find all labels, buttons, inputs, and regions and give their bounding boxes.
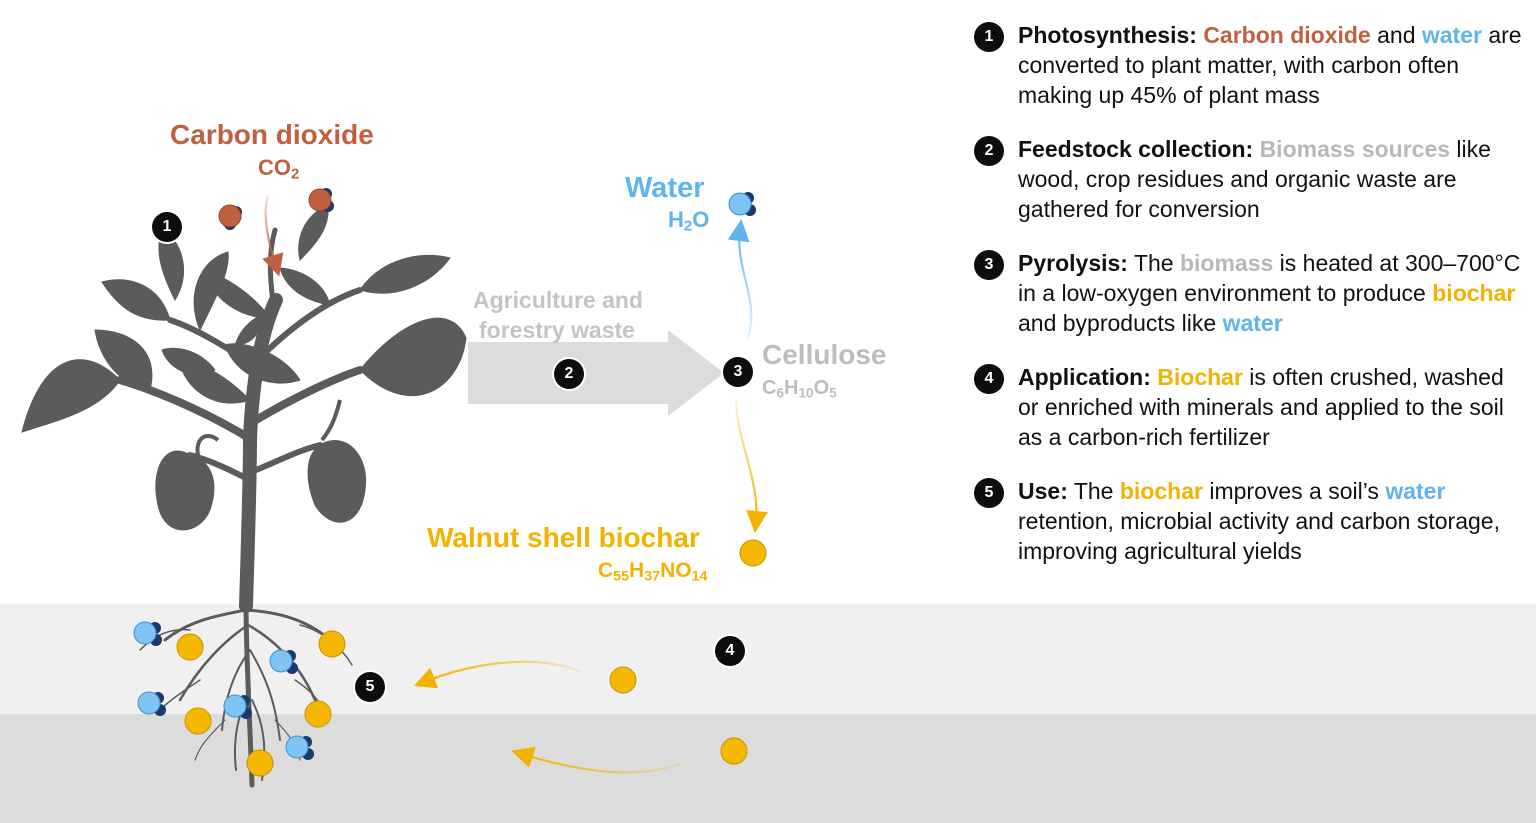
step-badge-1: 1 bbox=[152, 212, 182, 242]
biochar-formula: C55H37NO14 bbox=[598, 560, 707, 584]
cellulose-formula-c: C bbox=[762, 377, 777, 399]
legend-item-2: 2 Feedstock collection: Biomass sources l… bbox=[974, 134, 1529, 224]
water-label: Water bbox=[625, 172, 705, 204]
legend-text: The bbox=[1133, 250, 1180, 276]
waste-label-line1: Agriculture and bbox=[473, 287, 643, 313]
legend-highlight-water: water bbox=[1385, 478, 1446, 504]
cellulose-formula: C6H10O5 bbox=[762, 378, 837, 400]
biochar-formula-c: C bbox=[598, 559, 614, 582]
legend-title: Photosynthesis: bbox=[1018, 22, 1197, 48]
biochar-formula-no: NO bbox=[660, 559, 692, 582]
legend-highlight-gray: biomass bbox=[1179, 250, 1274, 276]
legend-text: and byproducts like bbox=[1018, 310, 1223, 336]
legend-title: Application: bbox=[1018, 364, 1151, 390]
legend-item-4: 4 Application: Biochar is often crushed, … bbox=[974, 362, 1529, 452]
biochar-formula-h: H bbox=[629, 559, 645, 582]
feedstock-arrow-shape bbox=[468, 330, 724, 416]
biochar-formula-sub-no: 14 bbox=[691, 568, 708, 585]
water-arrow bbox=[727, 219, 753, 339]
co2-molecule bbox=[308, 188, 334, 212]
legend-badge-3: 3 bbox=[974, 250, 1004, 280]
legend-text: like wood, crop residues and organic was… bbox=[1018, 136, 1491, 222]
biochar-particle bbox=[739, 539, 767, 567]
legend-highlight-biochar: biochar bbox=[1432, 280, 1516, 306]
legend-text: is often crushed, washed or enriched wit… bbox=[1018, 364, 1504, 450]
step-badge-5: 5 bbox=[355, 672, 385, 702]
legend-badge-1: 1 bbox=[974, 22, 1004, 52]
legend-text: improves a soil’s bbox=[1202, 478, 1386, 504]
biochar-formula-sub-c: 55 bbox=[613, 568, 630, 585]
cellulose-formula-h: H bbox=[784, 377, 799, 399]
water-formula: H2O bbox=[668, 209, 709, 235]
water-formula-sub: 2 bbox=[683, 217, 693, 235]
co2-formula-sub: 2 bbox=[291, 165, 300, 183]
legend-title: Pyrolysis: bbox=[1018, 250, 1128, 276]
legend-highlight-water: water bbox=[1222, 310, 1283, 336]
legend-highlight-gray: Biomass sources bbox=[1259, 136, 1451, 162]
waste-label-line2: forestry waste bbox=[479, 317, 635, 343]
cellulose-formula-sub-h: 10 bbox=[798, 385, 814, 401]
cellulose-label: Cellulose bbox=[762, 339, 887, 370]
co2-molecule bbox=[218, 204, 242, 230]
biochar-formula-sub-h: 37 bbox=[644, 568, 661, 585]
legend-highlight-biochar: biochar bbox=[1119, 478, 1203, 504]
legend-item-3: 3 Pyrolysis: The biomass is heated at 300… bbox=[974, 248, 1529, 338]
legend-highlight-water: water bbox=[1421, 22, 1482, 48]
cellulose-formula-o: O bbox=[813, 377, 830, 399]
co2-label: Carbon dioxide bbox=[170, 119, 374, 150]
legend-title: Use: bbox=[1018, 478, 1068, 504]
cellulose-formula-sub-o: 5 bbox=[829, 385, 837, 401]
biochar-particle bbox=[720, 737, 748, 765]
legend-item-5: 5 Use: The biochar improves a soil’s wate… bbox=[974, 476, 1529, 566]
biochar-arrow bbox=[734, 397, 768, 533]
legend-text: retention, microbial activity and carbon… bbox=[1018, 508, 1500, 564]
water-formula-h: H bbox=[668, 207, 684, 232]
plant-silhouette bbox=[21, 204, 467, 613]
legend-badge-5: 5 bbox=[974, 478, 1004, 508]
legend-badge-2: 2 bbox=[974, 136, 1004, 166]
biochar-label: Walnut shell biochar bbox=[427, 522, 700, 553]
co2-arrow bbox=[262, 195, 284, 277]
co2-formula-main: CO bbox=[258, 155, 291, 180]
legend-text: The bbox=[1073, 478, 1120, 504]
root-zone-particles bbox=[133, 621, 346, 777]
legend-title: Feedstock collection: bbox=[1018, 136, 1254, 162]
biochar-particle bbox=[609, 666, 637, 694]
water-formula-o: O bbox=[692, 207, 710, 232]
process-legend: 1 Photosynthesis: Carbon dioxide and wate… bbox=[974, 20, 1529, 590]
co2-formula: CO2 bbox=[258, 157, 299, 183]
legend-text: is heated at 300–700°C in a low-oxygen e… bbox=[1018, 250, 1521, 306]
plant-roots bbox=[139, 597, 353, 788]
legend-item-1: 1 Photosynthesis: Carbon dioxide and wate… bbox=[974, 20, 1529, 110]
legend-badge-4: 4 bbox=[974, 364, 1004, 394]
legend-text: and bbox=[1370, 22, 1422, 48]
water-molecule bbox=[728, 192, 756, 216]
cellulose-formula-sub-c: 6 bbox=[776, 385, 785, 401]
soil-arrow-lower bbox=[511, 746, 683, 774]
legend-highlight-co2: Carbon dioxide bbox=[1203, 22, 1371, 48]
step-badge-2: 2 bbox=[554, 359, 584, 389]
legend-highlight-biochar: Biochar bbox=[1157, 364, 1243, 390]
step-badge-3: 3 bbox=[723, 357, 753, 387]
step-badge-4: 4 bbox=[715, 636, 745, 666]
legend-text: are converted to plant matter, with carb… bbox=[1018, 22, 1522, 108]
soil-arrow-upper bbox=[413, 660, 583, 689]
